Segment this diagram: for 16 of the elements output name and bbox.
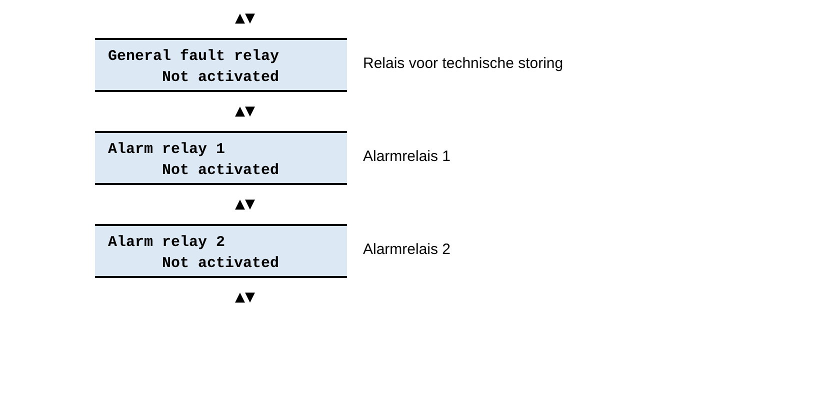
navigation-arrows: ▲▼: [234, 291, 256, 305]
navigation-arrows: ▲▼: [234, 198, 256, 212]
navigation-arrows: ▲▼: [234, 105, 256, 119]
display-text: Alarm relay 2: [108, 234, 226, 251]
status-text: Not activated: [162, 255, 280, 272]
display-panel: [95, 38, 347, 92]
status-text: Not activated: [162, 69, 280, 86]
status-text: Not activated: [162, 162, 280, 179]
display-text: General fault relay: [108, 48, 280, 65]
description-text: Alarmrelais 2: [363, 241, 451, 259]
navigation-arrows: ▲▼: [234, 12, 256, 26]
description-text: Relais voor technische storing: [363, 55, 564, 73]
description-text: Alarmrelais 1: [363, 148, 451, 166]
display-panel: [95, 131, 347, 185]
display-panel: [95, 224, 347, 278]
display-text: Alarm relay 1: [108, 141, 226, 158]
